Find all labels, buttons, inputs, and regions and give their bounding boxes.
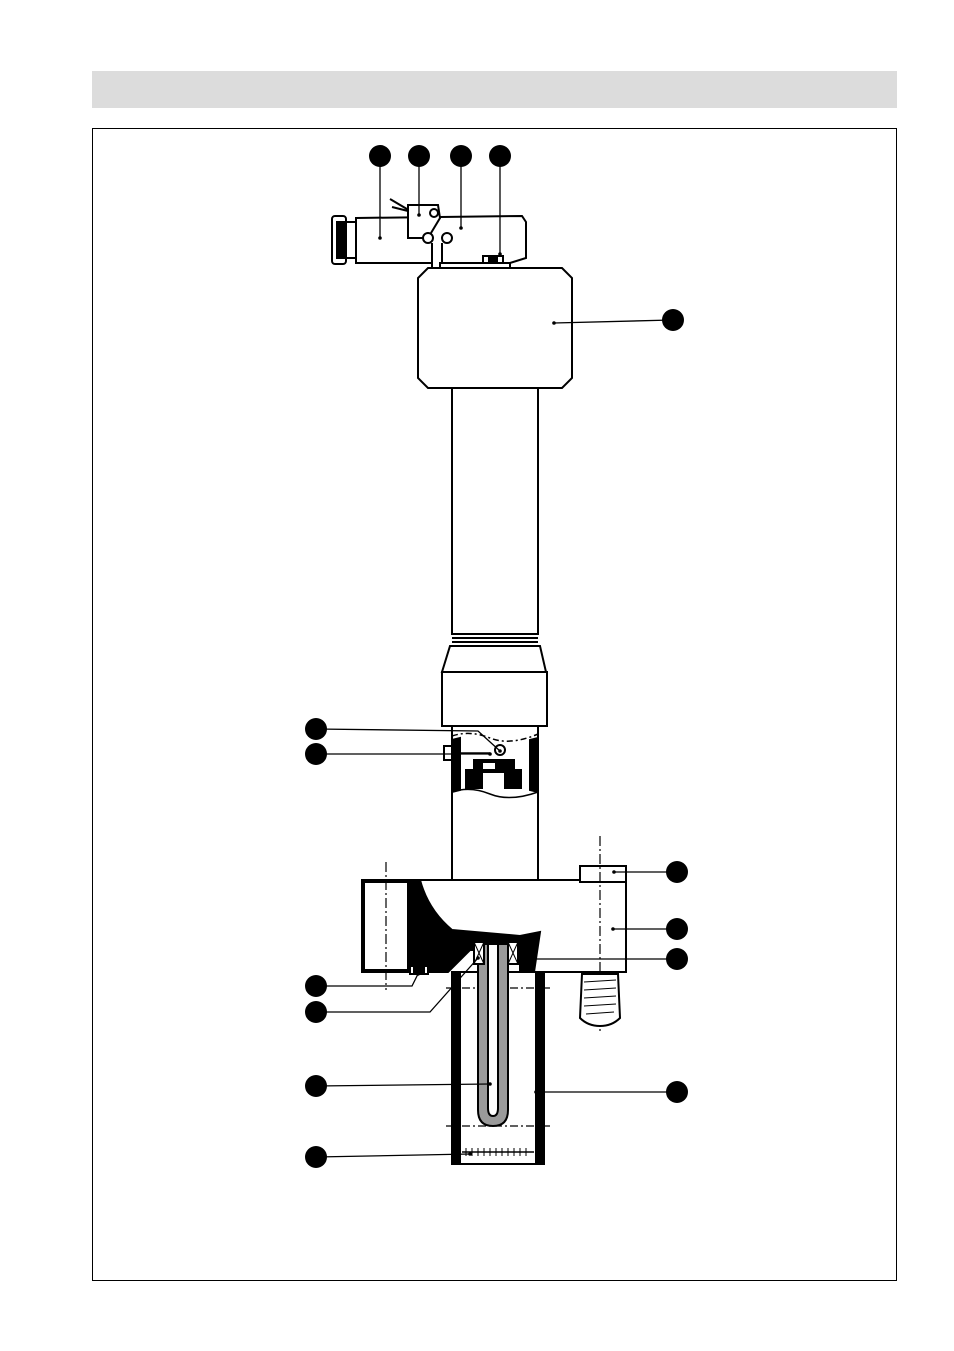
leader-tip: [416, 972, 420, 976]
leader-tip: [468, 1152, 472, 1156]
leader-tip: [498, 252, 502, 256]
callout-marker-top-2: [408, 145, 430, 167]
leader-tip: [552, 321, 556, 325]
callout-marker-right-2: [666, 861, 688, 883]
callout-marker-top-1: [369, 145, 391, 167]
leader-tip: [476, 956, 480, 960]
callout-marker-left-3: [305, 975, 327, 997]
coupling-section: [443, 725, 539, 883]
leader-tip: [611, 927, 615, 931]
leader-tip: [488, 1082, 492, 1086]
leader-tip: [534, 1090, 538, 1094]
callout-marker-right-5: [666, 1081, 688, 1103]
leader-tip: [459, 226, 463, 230]
callout-marker-left-2: [305, 743, 327, 765]
callout-marker-right-1: [662, 309, 684, 331]
shaft-tube: [440, 387, 548, 727]
callout-markers: [305, 145, 688, 1168]
leader-lines: [315, 156, 676, 1158]
leader-tip: [488, 752, 492, 756]
callout-marker-left-4: [305, 1001, 327, 1023]
callout-marker-right-3: [666, 918, 688, 940]
callout-marker-top-4: [489, 145, 511, 167]
leader-tip: [417, 213, 421, 217]
leader-tips: [378, 213, 616, 1156]
callout-marker-left-6: [305, 1146, 327, 1168]
callout-marker-left-1: [305, 718, 327, 740]
leader-tip: [498, 749, 502, 753]
callout-marker-top-3: [450, 145, 472, 167]
leader-tip: [530, 957, 534, 961]
valve-assembly: [331, 198, 527, 270]
callout-marker-left-5: [305, 1075, 327, 1097]
leader-tip: [612, 870, 616, 874]
motor-housing: [417, 267, 573, 389]
callout-marker-right-4: [666, 948, 688, 970]
header-bar: [92, 71, 897, 108]
beaker: [446, 941, 550, 1165]
leader-tip: [378, 236, 382, 240]
